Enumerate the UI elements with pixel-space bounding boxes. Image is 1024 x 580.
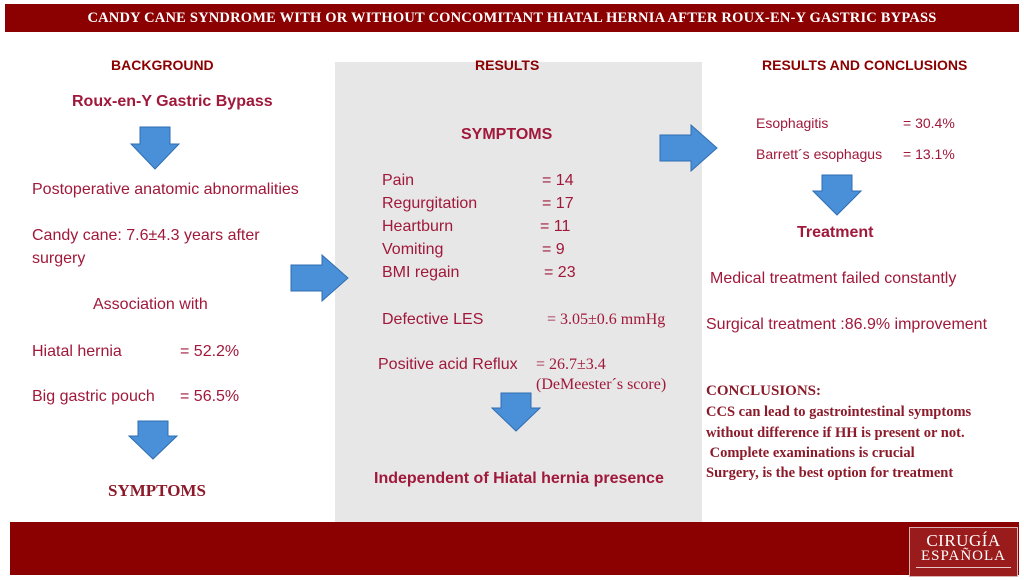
symptom-label-bmi: BMI regain <box>382 264 460 281</box>
reflux-label: Positive acid Reflux <box>378 356 518 373</box>
down-arrow-icon <box>491 392 541 432</box>
symptom-label-regurgitation: Regurgitation <box>382 195 478 212</box>
candy-cane-line2: surgery <box>32 250 86 267</box>
hiatal-hernia-value: = 52.2% <box>180 343 240 360</box>
candy-cane-text: Candy cane: 7.6±4.3 years after <box>32 227 260 244</box>
treatment-title: Treatment <box>797 224 874 241</box>
reflux-value: = 26.7±3.4 <box>536 356 606 373</box>
reflux-note: (DeMeester´s score) <box>536 376 667 393</box>
down-arrow-icon <box>128 420 178 460</box>
footer-bar <box>10 522 1019 575</box>
results-symptoms-header: SYMPTOMS <box>461 126 553 143</box>
les-label: Defective LES <box>382 311 484 328</box>
results-panel <box>335 62 702 523</box>
background-symptoms: SYMPTOMS <box>108 481 206 500</box>
background-subtitle: Roux-en-Y Gastric Bypass <box>72 93 273 110</box>
logo-line1: CIRUGÍA <box>926 531 1001 550</box>
surgical-treatment-text: Surgical treatment :86.9% improvement <box>706 316 988 333</box>
conclusions-header: RESULTS AND CONCLUSIONS <box>762 57 968 73</box>
les-value: = 3.05±0.6 mmHg <box>547 311 666 328</box>
candy-cane-line1: Candy cane: 7.6±4.3 years after <box>32 227 260 245</box>
hiatal-hernia-label: Hiatal hernia <box>32 343 122 360</box>
symptom-value-heartburn: = 11 <box>540 218 571 235</box>
postop-text: Postoperative anatomic abnormalities <box>32 181 299 198</box>
logo-rule <box>916 567 1011 571</box>
esophagitis-label: Esophagitis <box>756 115 829 131</box>
conclusion-line: Complete examinations is crucial <box>706 445 915 461</box>
independent-text: Independent of Hiatal hernia presence <box>374 470 664 487</box>
medical-treatment-text: Medical treatment failed constantly <box>710 270 957 287</box>
gastric-pouch-value: = 56.5% <box>180 388 240 405</box>
down-arrow-icon <box>812 174 862 216</box>
results-header: RESULTS <box>475 57 540 73</box>
conclusion-line: CCS can lead to gastrointestinal symptom… <box>706 404 972 420</box>
barrett-value: = 13.1% <box>903 146 955 162</box>
symptom-label-vomiting: Vomiting <box>382 241 444 258</box>
down-arrow-icon <box>130 126 180 170</box>
title-bar: CANDY CANE SYNDROME WITH OR WITHOUT CONC… <box>5 4 1019 32</box>
background-header: BACKGROUND <box>111 57 214 73</box>
right-arrow-icon <box>659 124 718 172</box>
conclusion-line: Surgery, is the best option for treatmen… <box>706 465 954 481</box>
logo-line2: ESPAÑOLA <box>921 548 1006 564</box>
symptom-value-vomiting: = 9 <box>542 241 565 258</box>
symptom-value-regurgitation: = 17 <box>542 195 574 212</box>
symptom-value-bmi: = 23 <box>544 264 576 281</box>
right-arrow-icon <box>290 254 349 302</box>
page-title: CANDY CANE SYNDROME WITH OR WITHOUT CONC… <box>87 10 937 26</box>
conclusion-line: without difference if HH is present or n… <box>706 425 965 441</box>
conclusions-title: CONCLUSIONS: <box>706 383 822 399</box>
symptom-value-pain: = 14 <box>542 172 574 189</box>
barrett-label: Barrett´s esophagus <box>756 146 883 162</box>
association-text: Association with <box>93 296 208 313</box>
symptom-label-pain: Pain <box>382 172 415 189</box>
journal-logo: CIRUGÍA ESPAÑOLA <box>909 527 1018 577</box>
symptom-label-heartburn: Heartburn <box>382 218 454 235</box>
esophagitis-value: = 30.4% <box>903 115 955 131</box>
gastric-pouch-label: Big gastric pouch <box>32 388 155 405</box>
